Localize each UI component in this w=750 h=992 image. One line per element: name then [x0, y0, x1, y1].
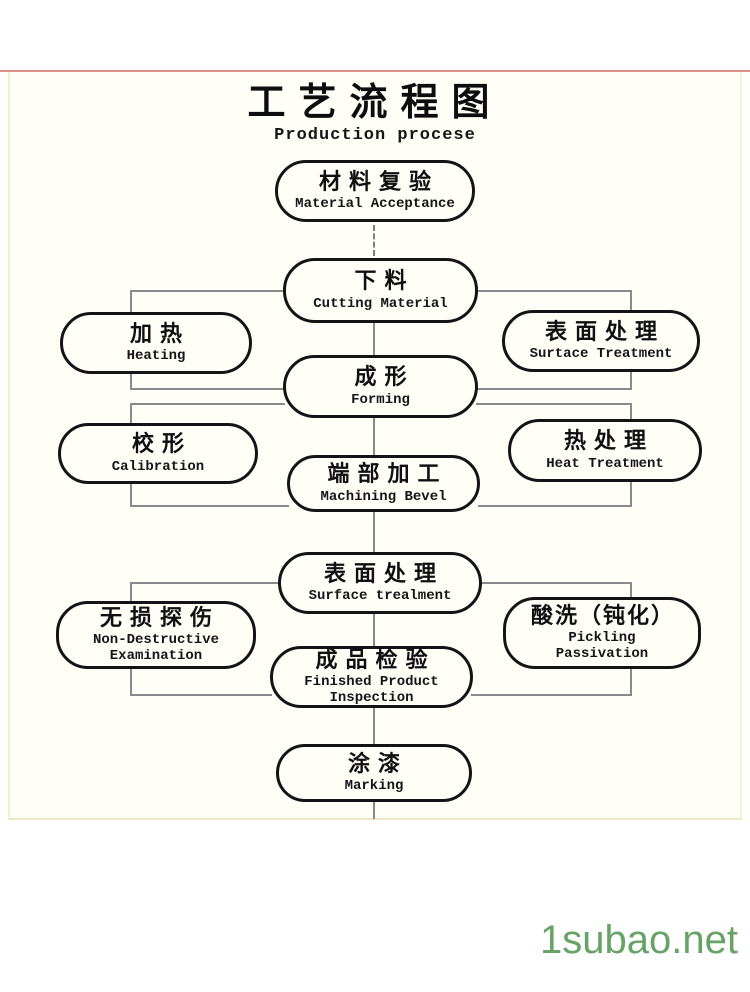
connector-line	[480, 582, 632, 584]
connector-line	[130, 484, 132, 507]
node-label-en: Marking	[344, 778, 404, 795]
node-label-cn: 端部加工	[327, 462, 448, 488]
connector-line	[373, 614, 375, 648]
connector-line	[130, 582, 280, 584]
connector-line	[630, 290, 632, 312]
connector-line	[130, 403, 132, 425]
watermark: 1subao.net	[540, 918, 738, 962]
node-label-en: Heat Treatment	[546, 455, 664, 472]
connector-line	[630, 482, 632, 507]
node-label-en: Finished Product Inspection	[304, 674, 439, 707]
connector-line	[130, 505, 289, 507]
node-label-en: Heating	[126, 348, 186, 365]
connector-line	[476, 388, 632, 390]
flow-node-cutting-material: 下料 Cutting Material	[283, 258, 478, 323]
connector-line	[373, 512, 375, 554]
node-label-en: Non-Destructive Examination	[92, 632, 220, 665]
connector-line	[476, 403, 632, 405]
node-label-en: Pickling Passivation	[555, 630, 649, 663]
node-label-cn: 加热	[129, 321, 190, 347]
node-label-cn: 表面处理	[323, 561, 444, 587]
node-label-cn: 表面处理	[544, 319, 665, 345]
node-label-cn: 成形	[354, 365, 415, 391]
connector-line	[130, 388, 285, 390]
node-label-cn: 成品检验	[315, 647, 436, 673]
flow-node-pickling-passivation: 酸洗（钝化） Pickling Passivation	[503, 597, 701, 669]
node-label-en: Calibration	[111, 458, 205, 475]
node-label-en: Cutting Material	[313, 295, 448, 312]
flow-node-surface-treatment-center: 表面处理 Surface trealment	[278, 552, 482, 614]
flow-node-heat-treatment: 热处理 Heat Treatment	[508, 419, 702, 482]
connector-line	[130, 290, 285, 292]
flow-node-material-acceptance: 材料复验 Material Acceptance	[275, 160, 475, 222]
connector-line	[130, 582, 132, 603]
connector-line	[471, 694, 632, 696]
flow-node-finished-product-inspection: 成品检验 Finished Product Inspection	[270, 646, 473, 708]
node-label-en: Machining Bevel	[320, 488, 447, 505]
connector-line	[130, 403, 285, 405]
node-label-en: Surface trealment	[308, 588, 452, 605]
connector-line	[373, 418, 375, 457]
node-label-cn: 热处理	[563, 429, 654, 455]
flow-node-calibration: 校形 Calibration	[58, 423, 258, 484]
connector-line	[373, 802, 375, 819]
node-label-en: Surtace Treatment	[529, 346, 673, 363]
connector-line	[630, 669, 632, 696]
connector-line	[130, 694, 272, 696]
node-label-en: Forming	[351, 391, 410, 408]
connector-line	[130, 290, 132, 314]
node-label-cn: 校形	[131, 432, 192, 458]
node-label-cn: 无损探伤	[99, 605, 220, 631]
connector-line	[373, 225, 375, 256]
connector-line	[130, 374, 132, 390]
flow-node-non-destructive-examination: 无损探伤 Non-Destructive Examination	[56, 601, 256, 669]
node-label-cn: 材料复验	[318, 169, 439, 195]
node-label-cn: 酸洗（钝化）	[530, 603, 675, 629]
page-title: 工艺流程图	[247, 80, 503, 124]
connector-line	[373, 323, 375, 357]
node-label-cn: 涂漆	[347, 751, 408, 777]
flow-node-machining-bevel: 端部加工 Machining Bevel	[287, 455, 480, 512]
connector-line	[630, 582, 632, 599]
flow-node-forming: 成形 Forming	[283, 355, 478, 418]
connector-line	[373, 708, 375, 746]
connector-line	[478, 505, 632, 507]
flow-node-marking: 涂漆 Marking	[276, 744, 472, 802]
node-label-en: Material Acceptance	[295, 196, 455, 213]
connector-line	[130, 669, 132, 696]
connector-line	[630, 403, 632, 421]
flow-node-surface-treatment-right: 表面处理 Surtace Treatment	[502, 310, 700, 372]
connector-line	[476, 290, 632, 292]
top-border-line	[0, 70, 750, 72]
flow-node-heating: 加热 Heating	[60, 312, 252, 374]
page-subtitle: Production procese	[274, 126, 476, 145]
connector-line	[630, 372, 632, 390]
node-label-cn: 下料	[354, 269, 415, 295]
